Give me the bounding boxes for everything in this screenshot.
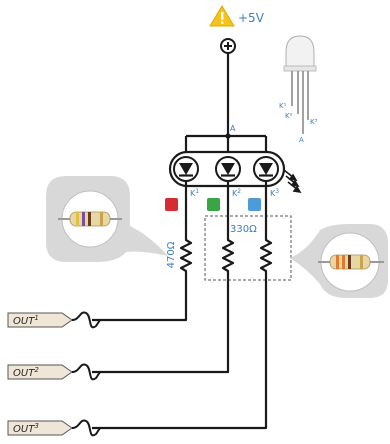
red-resistor-value: 470Ω <box>166 241 177 268</box>
red-channel-wire <box>92 181 193 322</box>
svg-text:OUT3: OUT3 <box>13 422 39 435</box>
cathode-label-2: K2 <box>232 188 241 198</box>
output-label-1: OUT <box>13 316 35 327</box>
blue-channel-swatch <box>248 198 261 211</box>
diode-blue-icon <box>253 156 279 182</box>
resistor-callout-470 <box>46 176 168 262</box>
pinout-label-k2: K² <box>285 112 293 120</box>
shared-resistor-group-box <box>204 215 292 281</box>
diode-red-icon <box>173 156 199 182</box>
resistor-photo-330-icon <box>318 254 384 270</box>
rgb-led-pinout-icon <box>283 35 317 134</box>
anode-label: A <box>230 124 236 133</box>
supply-label: +5V <box>238 11 265 25</box>
warning-icon <box>209 5 235 27</box>
green-channel-swatch <box>207 198 220 211</box>
light-emission-icon <box>283 169 302 194</box>
output-label-3: OUT <box>13 424 35 435</box>
resistor-callout-330 <box>290 224 388 298</box>
cathode-label-1: K1 <box>190 188 199 198</box>
green-blue-resistor-value: 330Ω <box>230 224 257 235</box>
cathode-label-3: K3 <box>270 188 279 198</box>
plus-terminal-icon <box>220 38 236 54</box>
diode-green-icon <box>215 156 241 182</box>
green-channel-wire <box>92 181 235 374</box>
pinout-label-a: A <box>299 136 304 144</box>
pinout-label-k3: K³ <box>310 118 318 126</box>
svg-text:OUT1: OUT1 <box>13 314 39 327</box>
output-connector-3: OUT3 <box>7 419 101 437</box>
pinout-label-k1: K¹ <box>279 102 287 110</box>
output-label-2: OUT <box>13 368 35 379</box>
red-channel-swatch <box>165 198 178 211</box>
blue-channel-wire <box>92 181 273 430</box>
svg-text:OUT2: OUT2 <box>13 366 39 379</box>
output-connector-1: OUT1 <box>7 311 101 329</box>
resistor-photo-470-icon <box>58 211 122 227</box>
output-connector-2: OUT2 <box>7 363 101 381</box>
